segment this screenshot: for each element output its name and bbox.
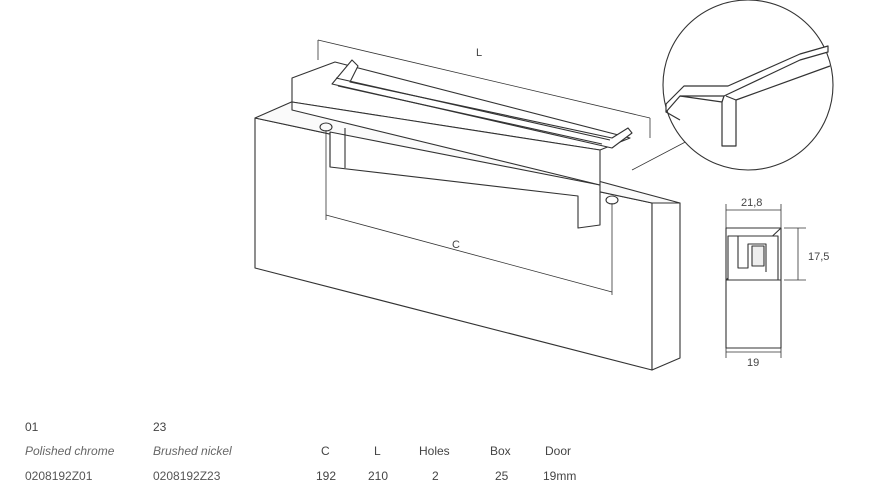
spec-header-l: L — [374, 444, 381, 458]
dimension-label-l: L — [476, 47, 482, 59]
spec-value-door: 19mm — [543, 469, 577, 483]
cross-section — [725, 204, 806, 358]
spec-header-door: Door — [545, 444, 572, 458]
product-code-23: 0208192Z23 — [153, 469, 221, 483]
finish-number-01: 01 — [25, 420, 39, 434]
dimension-label-c: C — [452, 239, 460, 251]
dimension-height-label: 17,5 — [808, 251, 829, 263]
spec-value-l: 210 — [368, 469, 389, 483]
spec-value-holes: 2 — [432, 469, 439, 483]
finish-number-23: 23 — [153, 420, 167, 434]
spec-value-box: 25 — [495, 469, 509, 483]
spec-value-c: 192 — [316, 469, 337, 483]
spec-header-box: Box — [490, 444, 511, 458]
spec-header-holes: Holes — [419, 444, 450, 458]
finish-name-01: Polished chrome — [25, 444, 115, 458]
technical-drawing: L C 21,8 17,5 19 — [254, 0, 834, 371]
dimension-width-label: 21,8 — [741, 197, 762, 209]
door-side-face — [651, 202, 681, 371]
handle-front-bar — [291, 101, 601, 186]
dimension-base-label: 19 — [747, 357, 759, 369]
finish-name-23: Brushed nickel — [153, 444, 232, 458]
spec-header-c: C — [321, 444, 330, 458]
product-code-01: 0208192Z01 — [25, 469, 93, 483]
detail-profile — [665, 45, 831, 147]
